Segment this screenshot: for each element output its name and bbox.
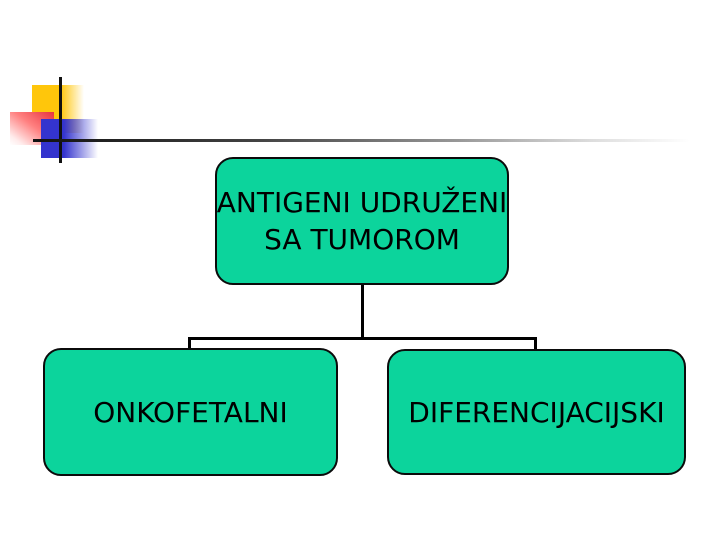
diagram-child-box-onkofetalni: ONKOFETALNI bbox=[43, 348, 338, 476]
diagram-root-box: ANTIGENI UDRUŽENI SA TUMOROM bbox=[215, 157, 509, 285]
connector-crossbar bbox=[188, 337, 537, 340]
decor-vertical-line bbox=[59, 77, 62, 163]
root-box-label-line2: SA TUMOROM bbox=[264, 223, 460, 256]
decor-horizontal-line bbox=[33, 139, 690, 142]
child-box-label: DIFERENCIJACIJSKI bbox=[408, 395, 665, 429]
connector-right-drop bbox=[534, 337, 537, 350]
root-box-label-line1: ANTIGENI UDRUŽENI bbox=[216, 186, 508, 219]
connector-root-stem bbox=[361, 285, 364, 338]
diagram-child-box-diferencijacijski: DIFERENCIJACIJSKI bbox=[387, 349, 686, 475]
decor-blue-square bbox=[41, 119, 98, 158]
child-box-label: ONKOFETALNI bbox=[93, 395, 288, 429]
connector-left-drop bbox=[188, 337, 191, 349]
